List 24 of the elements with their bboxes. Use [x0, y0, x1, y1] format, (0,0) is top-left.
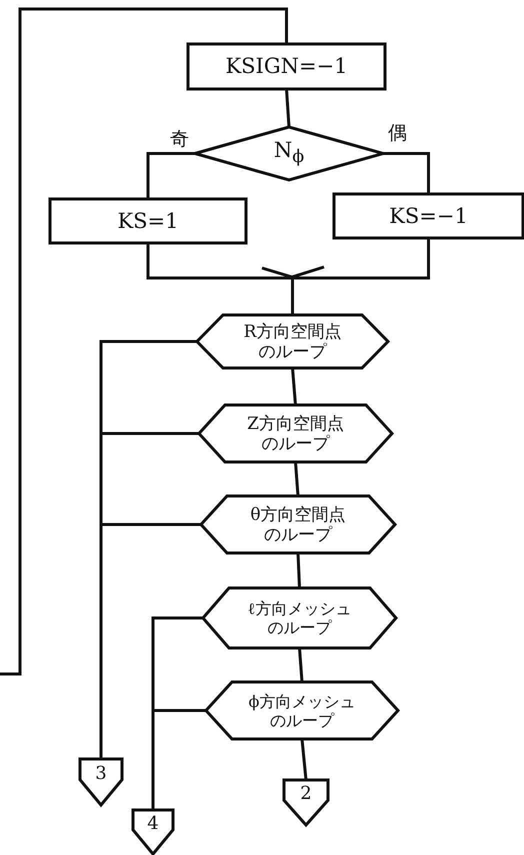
offpage-connector: 3: [80, 759, 122, 805]
connector: [152, 709, 206, 810]
loop-hexagon: θ方向空間点のループ: [201, 496, 395, 553]
connector: [383, 152, 430, 194]
connector: [285, 88, 290, 128]
loop-hexagon: ℓ方向メッシュのループ: [203, 588, 396, 648]
connector: [146, 152, 195, 199]
loop-hexagon: Z方向空間点のループ: [199, 405, 392, 462]
offpage-connector: 2: [284, 780, 328, 825]
connector: [0, 8, 288, 676]
connector: [294, 462, 300, 496]
edge-label: 偶: [386, 122, 409, 144]
connector: [300, 738, 308, 780]
loop-hexagon: R方向空間点のループ: [197, 315, 388, 368]
process-box: KS=1: [50, 199, 246, 243]
process-box: KSIGN=−1: [188, 44, 385, 89]
offpage-connector: 4: [133, 810, 173, 854]
connector: [298, 648, 304, 682]
process-box: KS=−1: [334, 194, 523, 238]
connector: [296, 552, 301, 588]
loop-hexagon: ϕ方向メッシュのループ: [206, 682, 398, 739]
connector: [291, 368, 297, 406]
edge-label: 奇: [168, 128, 191, 150]
connector: [100, 523, 201, 759]
